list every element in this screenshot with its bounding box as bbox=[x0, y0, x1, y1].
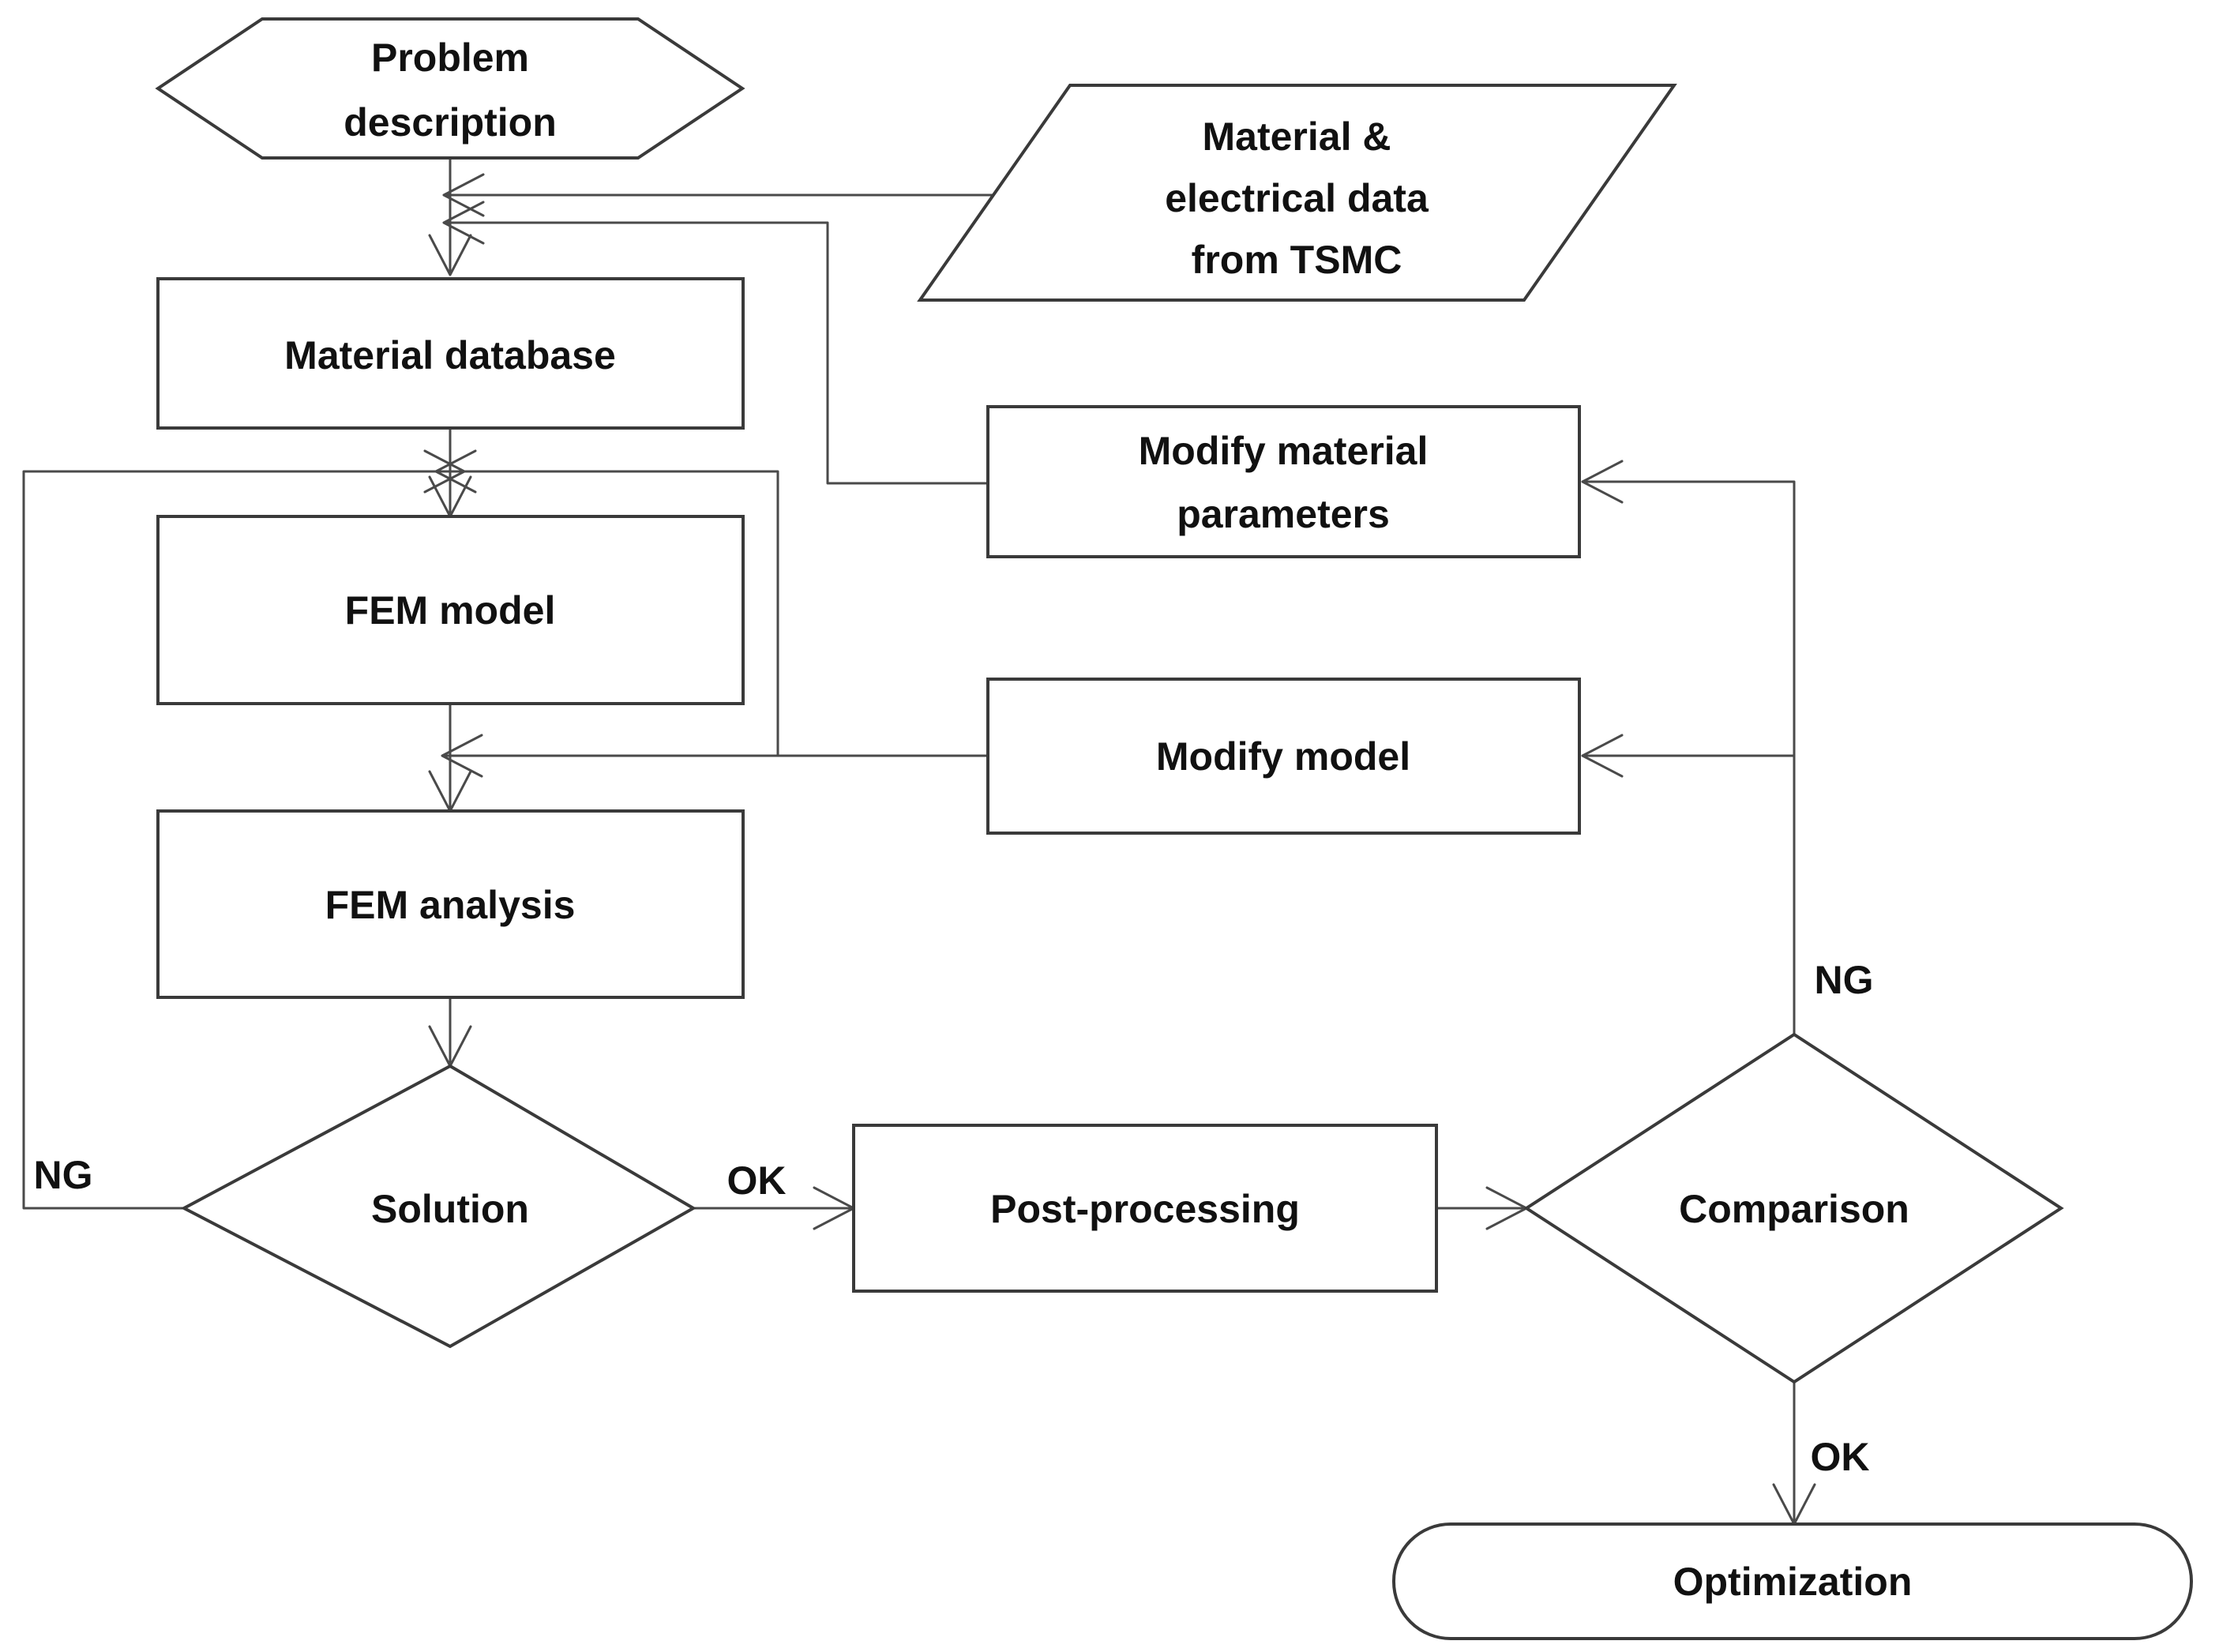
edge-modify-material-to-material-database bbox=[442, 201, 989, 485]
node-label: Material & bbox=[1203, 115, 1391, 159]
edge-modify-model-riser-to-fem-model bbox=[434, 449, 779, 757]
node-material-database: Material database bbox=[156, 277, 745, 430]
node-label: FEM model bbox=[345, 588, 556, 633]
process-box bbox=[156, 515, 745, 705]
node-post-processing: Post-processing bbox=[852, 1124, 1438, 1293]
node-modify-model: Modify model bbox=[986, 678, 1581, 835]
edges bbox=[22, 156, 1816, 1526]
edge-comparison-ng-to-modify-boxes bbox=[1581, 460, 1796, 1036]
node-material-electrical-data: Material & electrical data from TSMC bbox=[917, 84, 1677, 302]
node-comparison-decision: Comparison bbox=[1523, 1032, 2064, 1384]
node-label: parameters bbox=[1177, 492, 1390, 536]
node-label: Comparison bbox=[1679, 1187, 1909, 1231]
edge-label-ng-comparison: NG bbox=[1815, 958, 1874, 1002]
node-label: Problem bbox=[371, 36, 529, 80]
edge-labels: NG OK NG OK bbox=[34, 958, 1874, 1479]
node-solution-decision: Solution bbox=[180, 1064, 697, 1349]
hexagon-shape bbox=[155, 17, 745, 160]
process-box bbox=[986, 678, 1581, 835]
edge-comparison-ok-to-optimization bbox=[1772, 1380, 1816, 1526]
node-fem-model: FEM model bbox=[156, 515, 745, 705]
node-modify-material-parameters: Modify material parameters bbox=[986, 405, 1581, 558]
node-optimization: Optimization bbox=[1392, 1522, 2193, 1640]
process-box bbox=[156, 809, 745, 999]
node-label: Material database bbox=[284, 333, 616, 377]
diamond-shape bbox=[180, 1064, 697, 1349]
node-label: description bbox=[344, 100, 556, 145]
edge-label-ok-solution: OK bbox=[727, 1158, 787, 1203]
edge-post-processing-to-comparison bbox=[1435, 1186, 1528, 1230]
node-label: Post-processing bbox=[990, 1187, 1300, 1231]
node-label: Optimization bbox=[1673, 1560, 1913, 1604]
node-label: Modify material bbox=[1139, 429, 1429, 473]
diamond-shape bbox=[1523, 1032, 2064, 1384]
edge-fem-analysis-to-solution bbox=[428, 996, 472, 1068]
node-fem-analysis: FEM analysis bbox=[156, 809, 745, 999]
parallelogram-shape bbox=[917, 84, 1677, 302]
node-label: FEM analysis bbox=[325, 883, 576, 927]
edge-modify-model-to-fem-analysis bbox=[441, 734, 989, 778]
node-problem-description: Problem description bbox=[155, 17, 745, 160]
edge-fem-model-to-fem-analysis bbox=[428, 702, 472, 813]
edge-label-ng-left: NG bbox=[34, 1153, 93, 1197]
process-box bbox=[852, 1124, 1438, 1293]
node-label: Modify model bbox=[1156, 734, 1410, 779]
edge-material-data-to-material-database bbox=[442, 173, 995, 217]
node-label: Solution bbox=[371, 1187, 529, 1231]
process-box bbox=[156, 277, 745, 430]
process-box bbox=[986, 405, 1581, 558]
terminator-shape bbox=[1392, 1522, 2193, 1640]
node-label: electrical data bbox=[1165, 176, 1429, 220]
edge-problem-to-material-database bbox=[428, 156, 472, 276]
edge-label-ok-comparison: OK bbox=[1811, 1435, 1870, 1479]
node-label: from TSMC bbox=[1192, 238, 1402, 282]
